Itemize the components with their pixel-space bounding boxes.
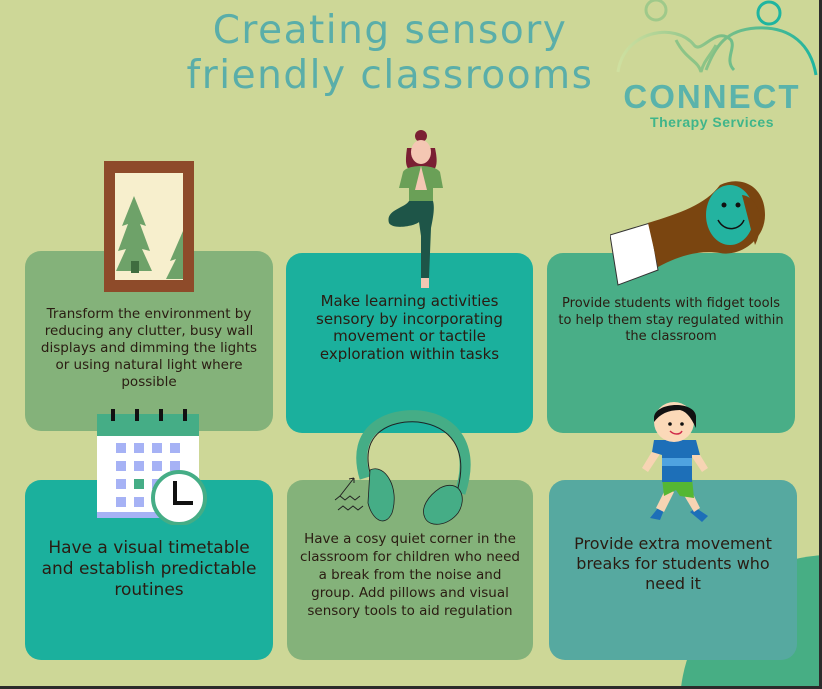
tip-text: Transform the environment by reducing an… — [40, 306, 258, 390]
yoga-pose-person-icon — [388, 130, 443, 288]
headphones-icon — [334, 410, 471, 525]
logo-wordmark: CONNECT — [623, 78, 801, 115]
tip-text: Have a cosy quiet corner in the classroo… — [300, 531, 520, 619]
people-holding-hands-icon — [616, 0, 818, 76]
title-line-1: Creating sensory — [212, 8, 568, 53]
calendar-clock-icon — [97, 409, 207, 525]
walking-child-icon — [642, 402, 708, 522]
framed-tree-picture-icon — [104, 161, 194, 292]
tip-card-fidget-tools: Provide students with fidget tools to he… — [547, 253, 795, 433]
tip-text: Provide extra movement breaks for studen… — [574, 534, 772, 593]
page-title: Creating sensory friendly classrooms — [180, 8, 600, 98]
hand-squeezing-stress-ball-icon — [610, 181, 765, 286]
tip-text: Have a visual timetable and establish pr… — [41, 538, 257, 600]
tip-card-quiet-corner: Have a cosy quiet corner in the classroo… — [287, 480, 533, 660]
logo-subtitle: Therapy Services — [650, 114, 774, 130]
tip-text: Make learning activities sensory by inco… — [316, 292, 503, 363]
tip-card-movement-breaks: Provide extra movement breaks for studen… — [549, 480, 797, 660]
connect-logo: CONNECT Therapy Services — [606, 0, 818, 135]
tip-card-sensory-activities: Make learning activities sensory by inco… — [286, 253, 533, 433]
tip-text: Provide students with fidget tools to he… — [558, 296, 784, 344]
title-line-2: friendly classrooms — [186, 53, 594, 98]
